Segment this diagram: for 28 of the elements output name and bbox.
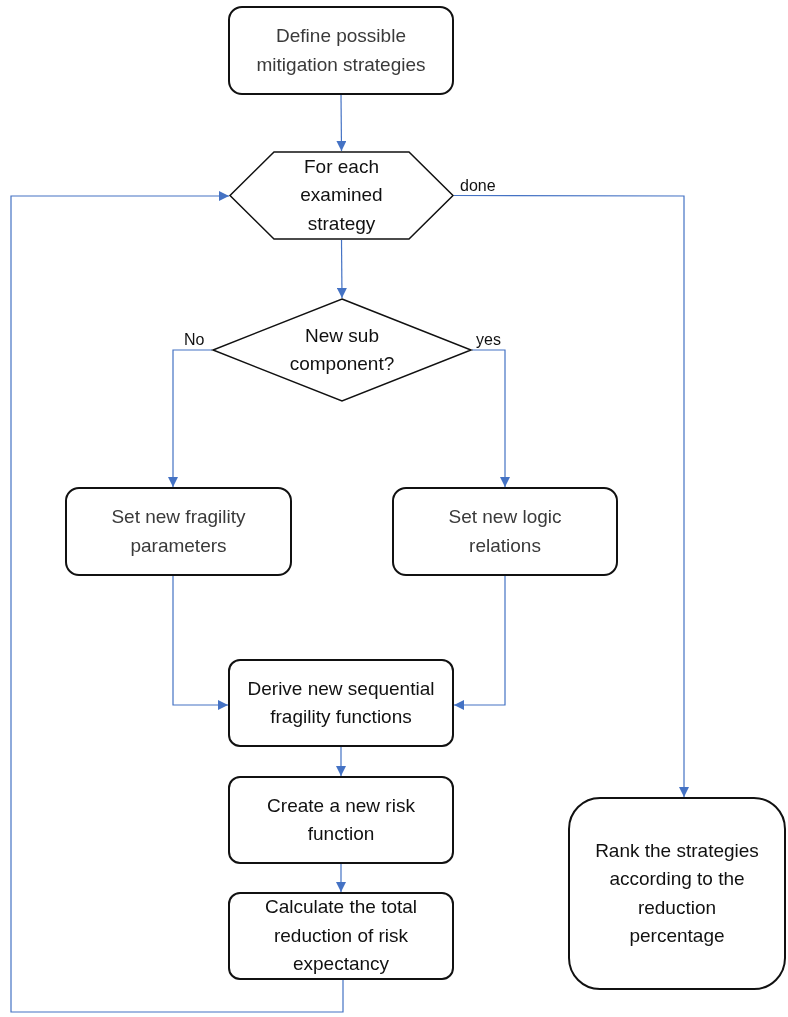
- node-label: For each examined strategy: [299, 154, 384, 236]
- connector-arrow: [336, 863, 346, 893]
- connector-arrow: [453, 575, 506, 710]
- connector-arrow: [336, 94, 347, 152]
- process-box: [228, 659, 454, 747]
- node-label: Create a new risk function: [266, 793, 416, 846]
- process-box: [228, 892, 454, 980]
- connector-arrow: [336, 239, 347, 299]
- node-label: Set new fragility parameters: [110, 505, 247, 558]
- process-box: [392, 487, 618, 576]
- node-label: Set new logic relations: [447, 505, 563, 558]
- loop-hexagon: [229, 151, 454, 240]
- decision-diamond: [212, 298, 472, 402]
- node-label: Rank the strategies according to the reduction percentage: [594, 838, 760, 948]
- node-label: Derive new sequential fragility functions: [246, 676, 436, 729]
- node-label: Calculate the total reduction of risk expectancy: [263, 895, 419, 977]
- connector-arrow: [172, 575, 229, 710]
- connector-arrow: [336, 746, 346, 777]
- connector-arrow: [471, 349, 510, 488]
- connector-arrow: [168, 349, 213, 488]
- process-box: [228, 776, 454, 864]
- connector-arrow: [10, 191, 344, 1013]
- connector-arrow: [453, 194, 689, 798]
- node-label: New sub component?: [288, 323, 396, 376]
- process-box: [568, 797, 786, 990]
- node-label: Define possible mitigation strategies: [255, 24, 427, 77]
- process-box: [65, 487, 292, 576]
- process-box: [228, 6, 454, 95]
